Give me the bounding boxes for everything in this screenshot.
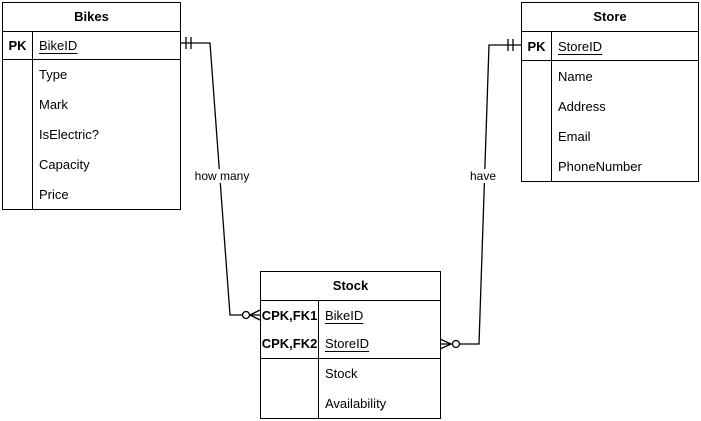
attribute-row: Email xyxy=(558,128,591,144)
pk-label: PK xyxy=(8,38,27,53)
attribute-row: Price xyxy=(39,186,69,202)
entity-stock[interactable]: Stock CPK,FK1 CPK,FK2 BikeID StoreID Sto… xyxy=(260,271,441,419)
crowfoot-many-icon xyxy=(439,338,453,350)
key-section: PK StoreID xyxy=(522,32,698,61)
entity-bikes[interactable]: Bikes PK BikeID Type Mark IsElectric? Ca… xyxy=(2,2,181,210)
pk-field: BikeID xyxy=(39,38,78,53)
attribute-row: Type xyxy=(39,67,68,83)
attribute-section: Stock Availability xyxy=(261,359,440,418)
attribute-row: Availability xyxy=(325,395,387,411)
pk-fk-label: CPK,FK1 xyxy=(261,307,318,323)
attribute-row: PhoneNumber xyxy=(558,158,642,174)
key-section: CPK,FK1 CPK,FK2 BikeID StoreID xyxy=(261,301,440,359)
relationship-label-have[interactable]: have xyxy=(467,169,499,183)
entity-title: Stock xyxy=(261,272,440,301)
key-section: PK BikeID xyxy=(3,32,180,60)
attribute-row: IsElectric? xyxy=(39,126,99,142)
cardinality-zero-icon xyxy=(241,310,251,320)
attribute-row: Address xyxy=(558,98,606,114)
entity-title: Store xyxy=(522,3,698,32)
connector-line[interactable] xyxy=(440,44,521,345)
crowfoot-many-icon xyxy=(248,309,261,321)
attribute-section: Type Mark IsElectric? Capacity Price xyxy=(3,60,180,209)
attribute-section: Name Address Email PhoneNumber xyxy=(522,61,698,181)
attribute-row: Mark xyxy=(39,97,68,113)
pk-field: BikeID xyxy=(325,307,364,323)
pk-field: StoreID xyxy=(558,38,603,54)
pk-fk-label: CPK,FK2 xyxy=(261,336,318,352)
attribute-row: Capacity xyxy=(39,156,90,172)
entity-title: Bikes xyxy=(3,3,180,32)
connector-store-stock[interactable] xyxy=(439,39,521,350)
pk-label: PK xyxy=(527,38,546,54)
cardinality-one-icon xyxy=(185,37,192,49)
pk-field: StoreID xyxy=(325,336,370,352)
attribute-row: Name xyxy=(558,68,593,84)
cardinality-zero-icon xyxy=(451,339,461,349)
entity-store[interactable]: Store PK StoreID Name Address Email Phon… xyxy=(521,2,699,182)
attribute-row: Stock xyxy=(325,366,358,382)
relationship-label-how-many[interactable]: how many xyxy=(192,169,252,183)
cardinality-one-icon xyxy=(507,39,514,51)
